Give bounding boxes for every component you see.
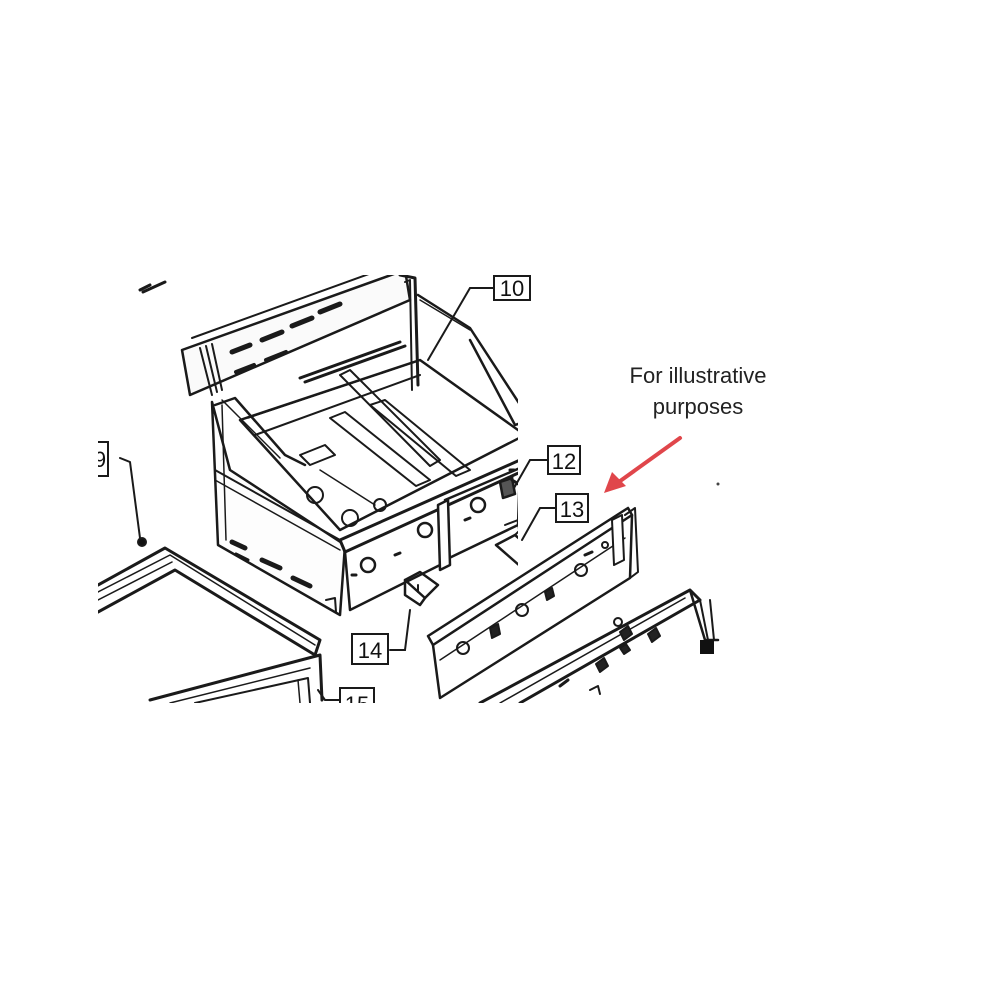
- burner-tray: [238, 340, 518, 532]
- leader-10: [427, 287, 495, 361]
- leader-14: [389, 609, 411, 651]
- pointer-arrow: [604, 436, 682, 493]
- part-9-screw: [119, 457, 147, 547]
- illustrative-note: For illustrative purposes: [598, 360, 798, 422]
- leader-12: [513, 459, 549, 489]
- callout-box-10: [493, 275, 531, 301]
- part-13: [494, 519, 518, 566]
- left-side-wing: [213, 396, 307, 467]
- stray-dot: [716, 482, 720, 486]
- note-line-2: purposes: [652, 394, 744, 419]
- callout-12: 12: [552, 449, 576, 474]
- callout-10: 10: [500, 276, 524, 301]
- mask-left: [0, 260, 98, 705]
- callout-box-12: [547, 445, 581, 475]
- callout-13: 13: [560, 497, 584, 522]
- callout-14: 14: [358, 638, 382, 663]
- note-line-1: For illustrative: [629, 363, 767, 388]
- top-left-fragment: [138, 280, 167, 294]
- leader-13: [521, 507, 557, 541]
- callout-box-14: [351, 633, 389, 665]
- firebox-body: [210, 400, 347, 617]
- control-panel: [426, 506, 639, 700]
- front-panel-fragment: [478, 588, 720, 703]
- mask-bottom: [0, 703, 1000, 1000]
- grease-tray-frame: [98, 546, 324, 703]
- right-side-wing: [416, 293, 518, 427]
- leader-15: [317, 689, 341, 701]
- front-rail: [338, 459, 518, 612]
- callout-box-13: [555, 493, 589, 523]
- back-panel: [180, 275, 420, 397]
- part-14: [403, 570, 440, 607]
- mask-right-lower: [720, 580, 1000, 705]
